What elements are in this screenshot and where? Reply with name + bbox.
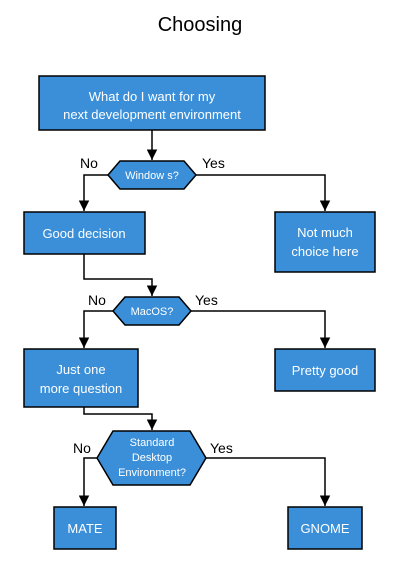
edge-windows-yes xyxy=(196,174,331,211)
node-decision-standard-desktop: Standard Desktop Environment? xyxy=(96,430,207,486)
node-decision-windows-label: Window s? xyxy=(125,170,179,182)
edge-label-desktop-no: No xyxy=(73,440,91,456)
node-start-line1: What do I want for my xyxy=(89,89,216,104)
node-mate-label: MATE xyxy=(67,521,102,536)
node-good-decision-label: Good decision xyxy=(42,226,125,241)
node-gnome-label: GNOME xyxy=(300,521,349,536)
edge-macos-no xyxy=(78,310,113,348)
node-not-much-choice: Not much choice here xyxy=(274,211,376,273)
node-just-one-more: Just one more question xyxy=(23,348,139,408)
edge-label-macos-yes: Yes xyxy=(195,292,218,308)
node-decision-desktop-line2: Desktop xyxy=(132,452,172,464)
edge-windows-no xyxy=(78,174,108,211)
node-decision-windows: Window s? xyxy=(107,160,197,190)
edge-desktop-no xyxy=(78,457,97,506)
edge-label-windows-no: No xyxy=(80,155,98,171)
node-mate: MATE xyxy=(53,506,117,550)
node-pretty-good-label: Pretty good xyxy=(292,363,359,378)
chart-title: Choosing xyxy=(157,14,243,36)
node-just-one-more-line2: more question xyxy=(40,381,122,396)
edge-label-desktop-yes: Yes xyxy=(210,440,233,456)
edge-desktop-yes xyxy=(206,457,331,506)
node-just-one-more-line1: Just one xyxy=(56,362,105,377)
node-decision-desktop-line3: Environment? xyxy=(118,467,186,479)
node-pretty-good: Pretty good xyxy=(274,348,376,392)
node-start-line2: next development environment xyxy=(63,107,241,122)
edge-justone-to-desktop xyxy=(83,407,158,430)
edge-macos-yes xyxy=(191,310,331,348)
node-good-decision: Good decision xyxy=(23,211,146,255)
connectors xyxy=(78,130,331,506)
node-gnome: GNOME xyxy=(287,506,363,550)
node-decision-macos: MacOS? xyxy=(112,296,192,326)
edge-good-to-macos xyxy=(83,254,158,296)
edge-label-windows-yes: Yes xyxy=(202,155,225,171)
node-start: What do I want for my next development e… xyxy=(38,75,266,131)
node-decision-desktop-line1: Standard xyxy=(130,437,175,449)
node-not-much-choice-line1: Not much xyxy=(297,225,353,240)
edge-label-macos-no: No xyxy=(88,292,106,308)
node-not-much-choice-line2: choice here xyxy=(291,244,358,259)
node-decision-macos-label: MacOS? xyxy=(131,306,174,318)
